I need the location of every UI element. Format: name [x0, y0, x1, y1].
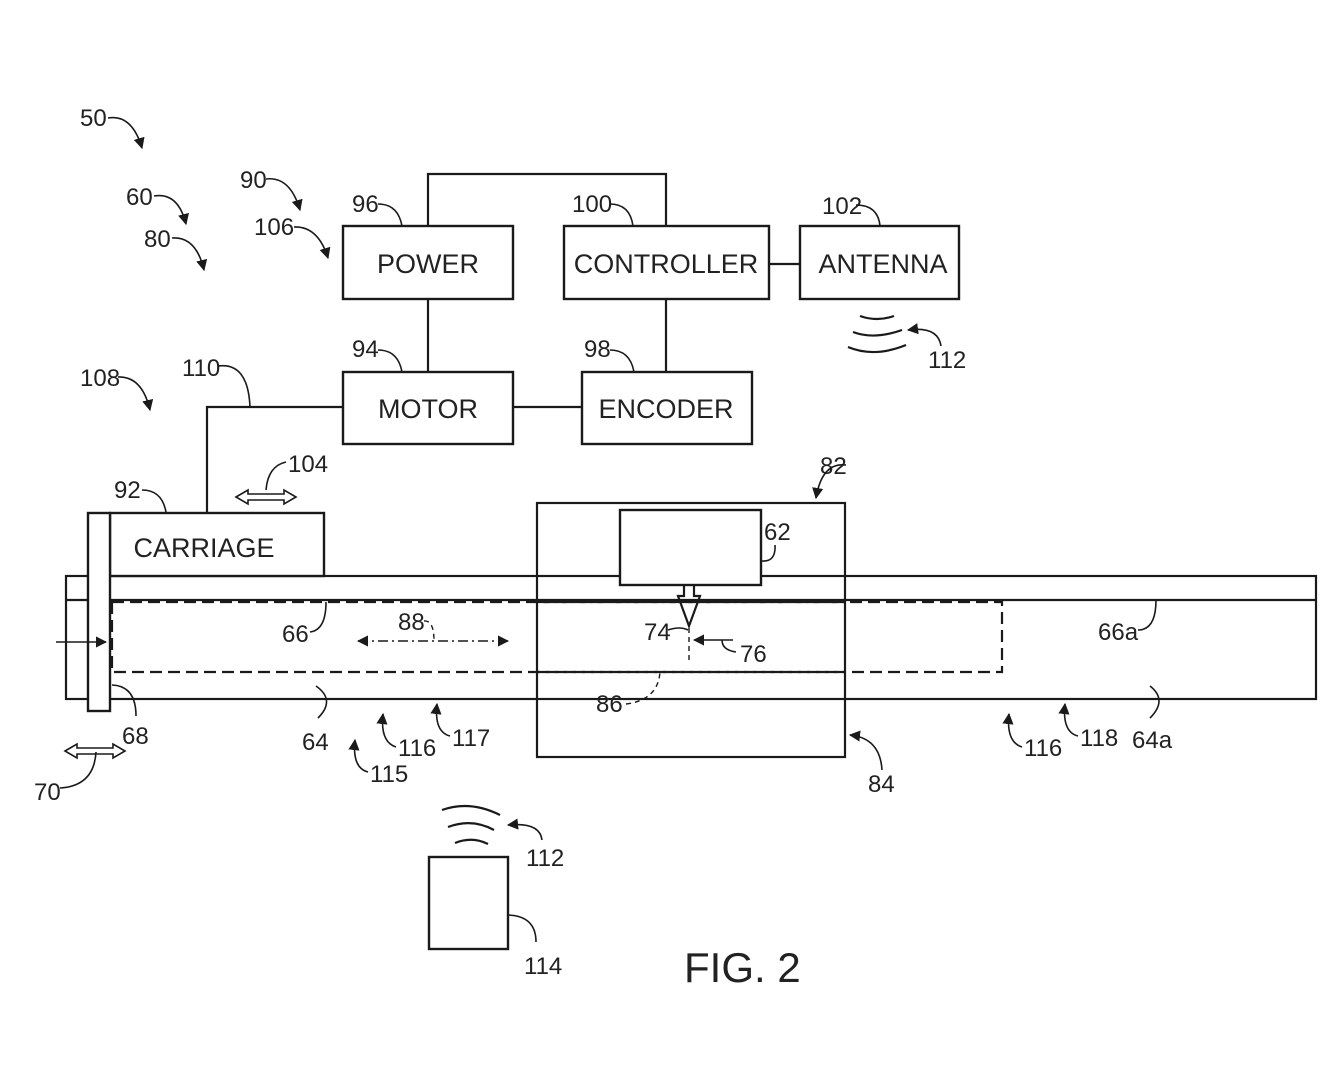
- ref-112-remote: 112: [526, 845, 564, 872]
- clamp-motion-arrow-icon: [63, 742, 127, 760]
- ref-86: 86: [596, 691, 623, 718]
- antenna-label: ANTENNA: [818, 249, 947, 279]
- ref-80: 80: [144, 226, 171, 253]
- ref-94: 94: [352, 336, 379, 363]
- rail-reference-labels: 82 62 66 88 74 76 66a 86 68 64 116 117 1…: [34, 453, 1173, 806]
- rail-assembly: CARRIAGE: [56, 501, 1318, 759]
- controller-label: CONTROLLER: [574, 249, 759, 279]
- carriage-motion-arrow-icon: [234, 488, 298, 506]
- carriage-block: CARRIAGE: [108, 511, 326, 578]
- ref-102: 102: [822, 193, 862, 220]
- controller-block: CONTROLLER: [562, 224, 771, 301]
- motor-block: MOTOR: [341, 370, 515, 446]
- ref-64a: 64a: [1132, 727, 1173, 754]
- ref-84: 84: [868, 771, 895, 798]
- motor-label: MOTOR: [378, 394, 478, 424]
- workpiece-dashed-region: [110, 600, 1004, 674]
- ref-90: 90: [240, 167, 267, 194]
- ref-112-antenna: 112: [928, 347, 966, 374]
- ref-74: 74: [644, 619, 671, 646]
- remote-device: 114: [427, 855, 562, 980]
- ref-96: 96: [352, 191, 379, 218]
- ref-114: 114: [524, 953, 562, 980]
- encoder-label: ENCODER: [598, 394, 733, 424]
- ref-116-right: 116: [1024, 735, 1062, 762]
- motor-carriage-link: [205, 405, 343, 513]
- ref-117: 117: [452, 725, 490, 752]
- power-label: POWER: [377, 249, 479, 279]
- power-block: POWER: [341, 224, 515, 301]
- ref-115: 115: [370, 761, 408, 788]
- ref-62: 62: [764, 519, 791, 546]
- ref-92: 92: [114, 477, 141, 504]
- ref-108: 108: [80, 365, 120, 392]
- ref-60: 60: [126, 184, 153, 211]
- ref-118: 118: [1080, 725, 1118, 752]
- carriage-label: CARRIAGE: [133, 533, 274, 563]
- ref-104: 104: [288, 451, 328, 478]
- ref-70: 70: [34, 779, 61, 806]
- block-reference-labels: 96 100 102 112 110 94 98 104 92: [114, 191, 966, 513]
- ref-116-left: 116: [398, 735, 436, 762]
- ref-50: 50: [80, 105, 107, 132]
- antenna-block: ANTENNA: [798, 224, 961, 301]
- ref-100: 100: [572, 191, 612, 218]
- figure-caption: FIG. 2: [684, 944, 801, 991]
- control-system: POWER CONTROLLER ANTENNA MOTOR ENCODER: [205, 172, 961, 513]
- reference-arrows-top: 50 60 80 90 106 108: [80, 105, 331, 412]
- ref-98: 98: [584, 336, 611, 363]
- ref-66a: 66a: [1098, 619, 1139, 646]
- ref-76: 76: [740, 641, 767, 668]
- ref-66: 66: [282, 621, 309, 648]
- clamp-bar: [86, 511, 112, 713]
- ref-64: 64: [302, 729, 329, 756]
- tool-head: [618, 508, 763, 630]
- antenna-signal-waves-icon: [847, 314, 907, 354]
- processing-station: [535, 501, 847, 759]
- ref-68: 68: [122, 723, 149, 750]
- encoder-block: ENCODER: [580, 370, 754, 446]
- ref-106: 106: [254, 214, 294, 241]
- ref-110: 110: [182, 355, 220, 382]
- power-controller-link: [426, 172, 668, 226]
- remote-signal-waves-icon: [441, 804, 501, 845]
- ref-88: 88: [398, 609, 425, 636]
